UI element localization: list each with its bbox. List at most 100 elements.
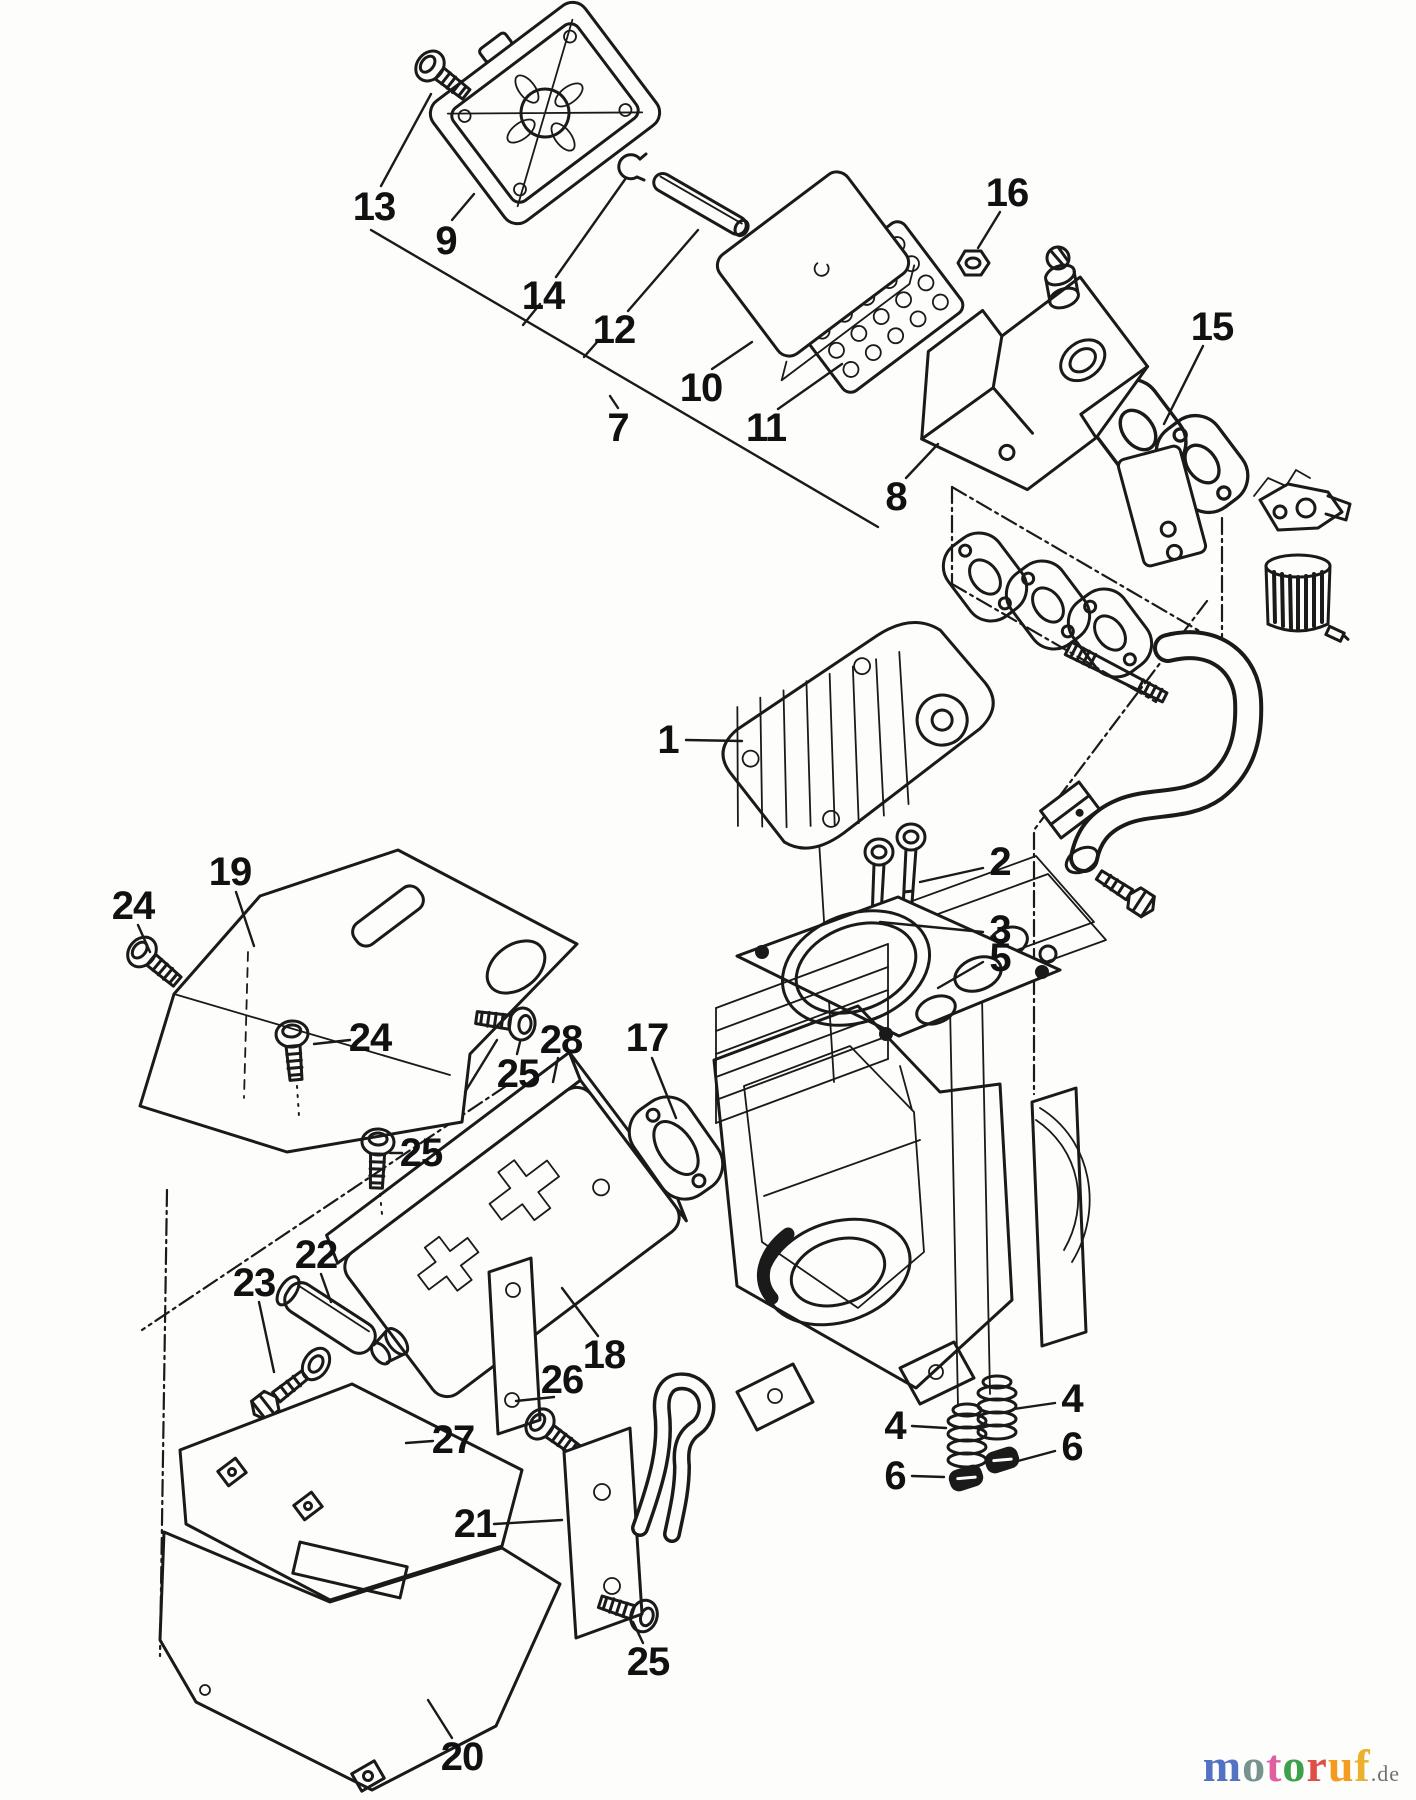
- leader-6a: [910, 1474, 946, 1479]
- logo-letter: u: [1327, 1740, 1355, 1791]
- air-cleaner-cover: [428, 0, 662, 226]
- group-line-screw-25a-projection: [463, 1038, 499, 1094]
- callout-7: 7: [607, 406, 628, 450]
- leader-13: [379, 92, 433, 188]
- leader-24b: [312, 1038, 352, 1046]
- leader-11: [776, 362, 844, 411]
- callout-25b: 25: [400, 1131, 443, 1175]
- exhaust-pipe: [275, 1275, 377, 1355]
- carburetor-gaskets-15: [1076, 365, 1261, 568]
- leader-26: [514, 1395, 556, 1403]
- cylinder-block: [712, 895, 1091, 1432]
- leader-27: [404, 1439, 435, 1445]
- leader-7: [608, 394, 620, 410]
- leader-10: [710, 340, 754, 371]
- logo-word: motoruf: [1203, 1740, 1371, 1791]
- callout-9: 9: [435, 219, 456, 263]
- callout-16: 16: [986, 171, 1029, 215]
- callout-3: 3: [989, 908, 1010, 952]
- leader-3: [878, 920, 985, 934]
- exhaust-gasket-17: [627, 1095, 725, 1201]
- intake-pipe: [1039, 630, 1264, 875]
- leader-2: [918, 866, 985, 884]
- heat-shield-upper: [138, 848, 579, 1154]
- leader-12: [626, 228, 700, 313]
- leader-6b: [1016, 1449, 1057, 1463]
- cylinder-head: [721, 621, 995, 850]
- logo-letter: r: [1306, 1740, 1328, 1791]
- callout-27: 27: [432, 1418, 475, 1462]
- leader-23: [257, 1300, 276, 1374]
- logo-letter: o: [1282, 1740, 1307, 1791]
- leader-28: [551, 1056, 560, 1084]
- muffler: [325, 1050, 688, 1399]
- leader-19: [234, 890, 256, 948]
- leader-18: [560, 1286, 600, 1338]
- callout-8: 8: [885, 475, 907, 519]
- manifold-bolt: [1091, 863, 1161, 922]
- callout-11: 11: [746, 406, 787, 450]
- callout-24a: 24: [112, 884, 156, 928]
- muffler-bracket-strap: [487, 1256, 542, 1436]
- leader-4a: [910, 1424, 948, 1430]
- air-cleaner-case: [920, 275, 1150, 492]
- callout-22: 22: [295, 1233, 338, 1277]
- callout-14: 14: [522, 274, 566, 318]
- carburetor: [1253, 469, 1352, 643]
- leader-25c: [631, 1620, 645, 1645]
- callout-5: 5: [989, 936, 1011, 980]
- leader-24a: [136, 923, 152, 954]
- callout-10: 10: [680, 366, 723, 410]
- logo-letter: f: [1354, 1740, 1371, 1791]
- leader-1: [684, 738, 744, 743]
- callout-4b: 4: [1061, 1377, 1084, 1421]
- callout-1: 1: [657, 718, 679, 762]
- element-pin: [652, 172, 750, 238]
- callout-18: 18: [583, 1333, 626, 1377]
- callout-20: 20: [441, 1735, 484, 1779]
- group-line-tick-12: [582, 339, 600, 359]
- callout-21: 21: [454, 1502, 497, 1546]
- leader-21: [492, 1518, 564, 1526]
- leader-4b: [1012, 1401, 1057, 1411]
- leader-14: [554, 176, 628, 279]
- heat-shield-lower: [158, 1382, 562, 1793]
- shield-screw-24-left: [120, 929, 190, 996]
- callout-17: 17: [626, 1016, 669, 1060]
- callout-19: 19: [209, 850, 252, 894]
- filter-element: [715, 170, 916, 382]
- motoruf-logo: motoruf.de: [1203, 1739, 1400, 1792]
- leader-25a: [515, 1040, 522, 1056]
- retainer-clip: [617, 152, 648, 182]
- callout-23: 23: [233, 1261, 276, 1305]
- logo-letter: t: [1266, 1740, 1283, 1791]
- callout-6a: 6: [884, 1454, 905, 1498]
- callout-4a: 4: [884, 1404, 907, 1448]
- callout-2: 2: [989, 840, 1010, 884]
- callout-25c: 25: [627, 1640, 670, 1684]
- spring-retainer-right: [980, 1442, 1024, 1478]
- leader-15: [1162, 344, 1205, 426]
- breather-fitting: [1044, 245, 1080, 310]
- leader-16: [976, 210, 1002, 250]
- leader-5: [936, 960, 985, 990]
- callout-24b: 24: [349, 1016, 393, 1060]
- leader-8: [904, 442, 940, 480]
- logo-letter: o: [1242, 1740, 1267, 1791]
- callout-12: 12: [593, 308, 636, 352]
- callout-26: 26: [541, 1358, 584, 1402]
- callout-6b: 6: [1061, 1425, 1082, 1469]
- callout-15: 15: [1191, 305, 1234, 349]
- muffler-stay-hook: [631, 1372, 716, 1543]
- pipe-flange-washer: [300, 1346, 332, 1382]
- callout-13: 13: [353, 185, 396, 229]
- logo-letter: m: [1202, 1740, 1243, 1791]
- callout-25a: 25: [497, 1052, 540, 1096]
- leader-9: [450, 192, 476, 222]
- manifold-stud: [1063, 640, 1169, 704]
- muffler-screw-25-mid: [358, 1126, 396, 1215]
